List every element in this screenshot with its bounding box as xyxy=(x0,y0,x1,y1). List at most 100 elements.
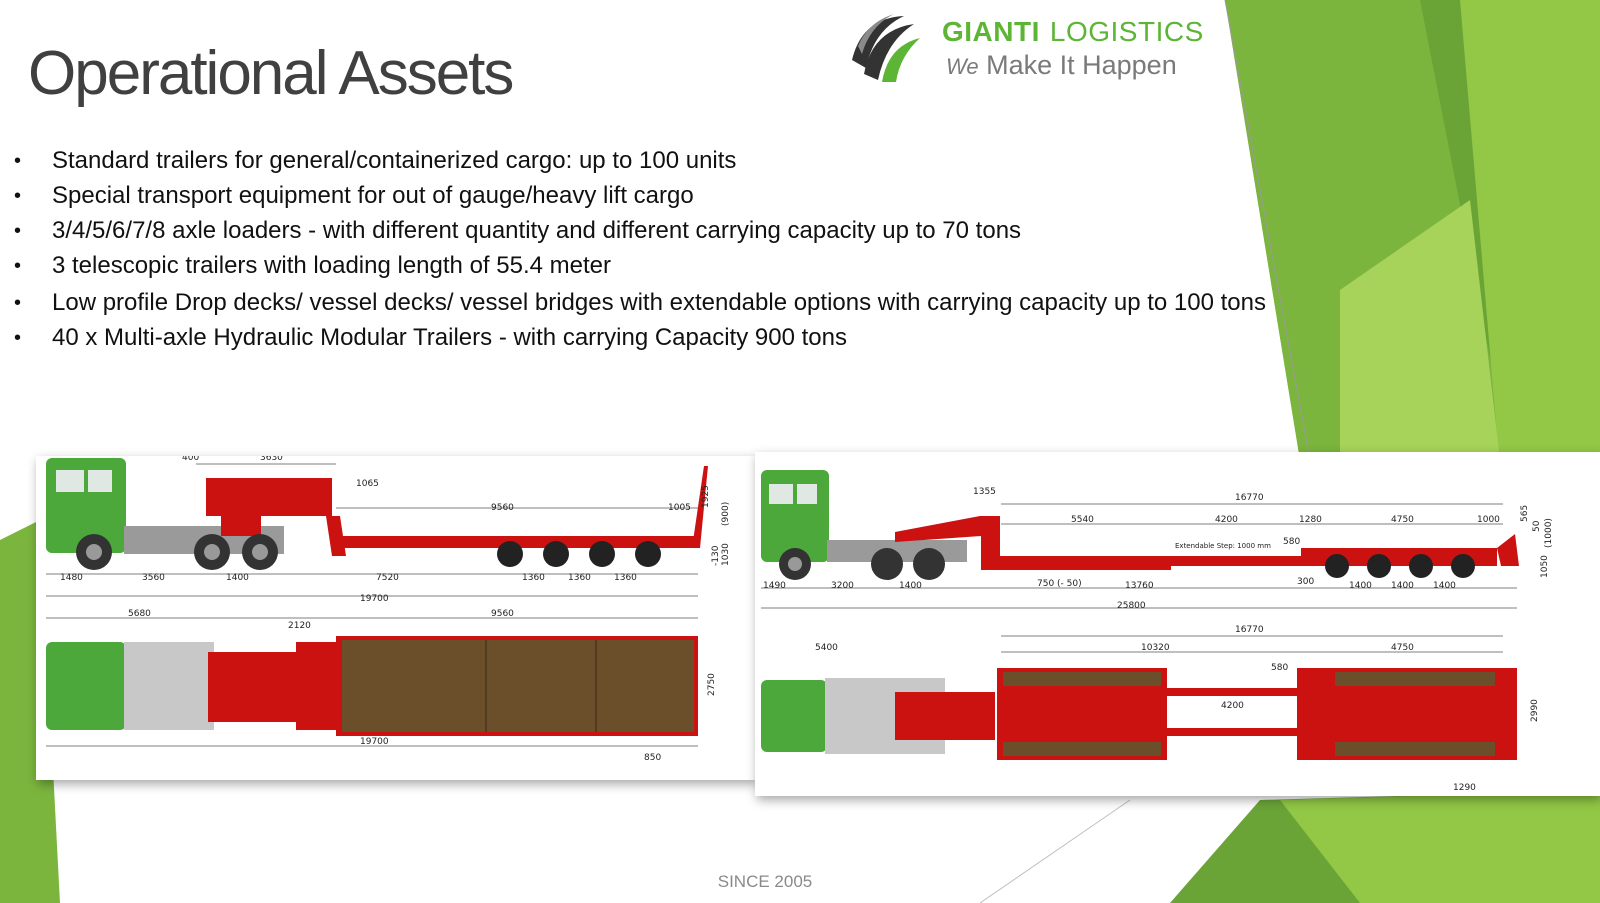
lowbed-trailer-drawing: 400 3630 1065 9560 1005 1925 (900) -130 … xyxy=(36,456,755,780)
dim-label: 1400 xyxy=(899,581,922,591)
tagline-rest: Make It Happen xyxy=(978,50,1177,80)
bullet-text: Low profile Drop decks/ vessel decks/ ve… xyxy=(52,289,1266,316)
dim-label: 9560 xyxy=(491,609,514,619)
dim-label: 300 xyxy=(1297,577,1314,587)
dim-label: 1400 xyxy=(1433,581,1456,591)
dim-label: 1480 xyxy=(60,573,83,583)
bullet-item: • 3/4/5/6/7/8 axle loaders - with differe… xyxy=(14,216,1454,251)
bullet-dot: • xyxy=(14,185,22,207)
wood-strip xyxy=(1003,742,1161,756)
dim-label: 1000 xyxy=(1477,515,1500,525)
wheel xyxy=(543,541,569,567)
dim-label: 1360 xyxy=(614,573,637,583)
dim-label: 5680 xyxy=(128,609,151,619)
gooseneck-support xyxy=(221,514,261,536)
asset-bullet-list: • Standard trailers for general/container… xyxy=(14,146,1454,358)
bullet-text: 3/4/5/6/7/8 axle loaders - with differen… xyxy=(52,217,1022,244)
dim-label: 1355 xyxy=(973,487,996,497)
dim-label: 3560 xyxy=(142,573,165,583)
extension-beam xyxy=(1167,688,1297,696)
dim-label: 4200 xyxy=(1221,701,1244,711)
dim-label: 19700 xyxy=(360,737,389,747)
gooseneck xyxy=(206,478,332,516)
bullet-item: • Standard trailers for general/container… xyxy=(14,146,1454,181)
cab-window xyxy=(769,484,793,504)
dim-label: Extendable Step: 1000 mm xyxy=(1175,542,1271,550)
tagline-we: We xyxy=(946,54,979,79)
dim-label: 2120 xyxy=(288,621,311,631)
dim-label: 1065 xyxy=(356,479,379,489)
bullet-text: Standard trailers for general/containeri… xyxy=(52,147,737,174)
dim-label: 2750 xyxy=(707,673,717,696)
dim-label: (1000) xyxy=(1544,518,1554,548)
bullet-item: • 3 telescopic trailers with loading leng… xyxy=(14,251,1454,286)
rear-ramp xyxy=(1497,534,1519,566)
brand-part2: LOGISTICS xyxy=(1049,16,1204,47)
swoosh-globe-icon xyxy=(852,14,920,82)
wheel xyxy=(1367,554,1391,578)
dim-label: 580 xyxy=(1283,537,1300,547)
dim-label: -130 xyxy=(711,545,721,566)
lowbed-trailer-svg: 400 3630 1065 9560 1005 1925 (900) -130 … xyxy=(46,456,731,763)
dim-label: 25800 xyxy=(1117,601,1146,611)
dim-label: 1050 xyxy=(1540,555,1550,578)
neck-top xyxy=(296,642,336,730)
dim-label: 1005 xyxy=(668,503,691,513)
bullet-dot: • xyxy=(14,327,22,349)
dim-label: 750 (- 50) xyxy=(1037,579,1082,589)
cab-window xyxy=(56,470,84,492)
wheel xyxy=(1451,554,1475,578)
dim-label: 5400 xyxy=(815,643,838,653)
bullet-dot: • xyxy=(14,292,22,314)
cab-window xyxy=(88,470,112,492)
extendable-section xyxy=(1171,556,1301,566)
dim-label: 5540 xyxy=(1071,515,1094,525)
wood-deck xyxy=(342,640,694,732)
dim-label: 16770 xyxy=(1235,493,1264,503)
cab-window xyxy=(797,484,817,504)
truck-cab-top xyxy=(46,642,126,730)
extension-beam xyxy=(1167,728,1297,736)
dim-label: 1030 xyxy=(721,543,731,566)
dim-label: (900) xyxy=(721,502,731,526)
dim-label: 1280 xyxy=(1299,515,1322,525)
wood-strip xyxy=(1335,742,1495,756)
slide-title: Operational Assets xyxy=(28,39,514,108)
dim-label: 10320 xyxy=(1141,643,1170,653)
brand-tagline: We Make It Happen xyxy=(946,50,1177,81)
extendable-trailer-drawing: 1355 16770 5540 4200 1280 4750 1000 565 … xyxy=(755,452,1600,796)
dim-label: 7520 xyxy=(376,573,399,583)
dim-label: 1360 xyxy=(568,573,591,583)
dim-label: 9560 xyxy=(491,503,514,513)
chassis-top xyxy=(124,642,214,730)
dim-label: 4200 xyxy=(1215,515,1238,525)
bullet-dot: • xyxy=(14,220,22,242)
dim-label: 1400 xyxy=(226,573,249,583)
dim-label: 580 xyxy=(1271,663,1288,673)
bullet-item: •Special transport equipment for out of … xyxy=(14,181,1454,216)
gooseneck-top xyxy=(208,652,298,722)
wheel-hub xyxy=(788,557,802,571)
truck-cab-top xyxy=(761,680,827,752)
bullet-dot: • xyxy=(14,150,22,172)
dim-label: 50 xyxy=(1532,520,1542,532)
extendable-trailer-svg: 1355 16770 5540 4200 1280 4750 1000 565 … xyxy=(761,470,1554,793)
wood-strip xyxy=(1003,672,1161,686)
rear-deck xyxy=(1301,548,1497,566)
dim-label: 13760 xyxy=(1125,581,1154,591)
wheel-hub xyxy=(204,544,220,560)
bullet-text: 3 telescopic trailers with loading lengt… xyxy=(52,252,611,279)
wood-strip xyxy=(1335,672,1495,686)
footer-since: SINCE 2005 xyxy=(717,872,813,891)
dim-label: 565 xyxy=(1520,505,1530,522)
dim-label: 16770 xyxy=(1235,625,1264,635)
wheel xyxy=(913,548,945,580)
wheel-hub xyxy=(252,544,268,560)
brand-part1: GIANTI xyxy=(942,16,1040,47)
dim-label: 1360 xyxy=(522,573,545,583)
dim-label: 1290 xyxy=(1453,783,1476,793)
wheel xyxy=(589,541,615,567)
wheel xyxy=(635,541,661,567)
bullet-dot: • xyxy=(14,255,22,277)
